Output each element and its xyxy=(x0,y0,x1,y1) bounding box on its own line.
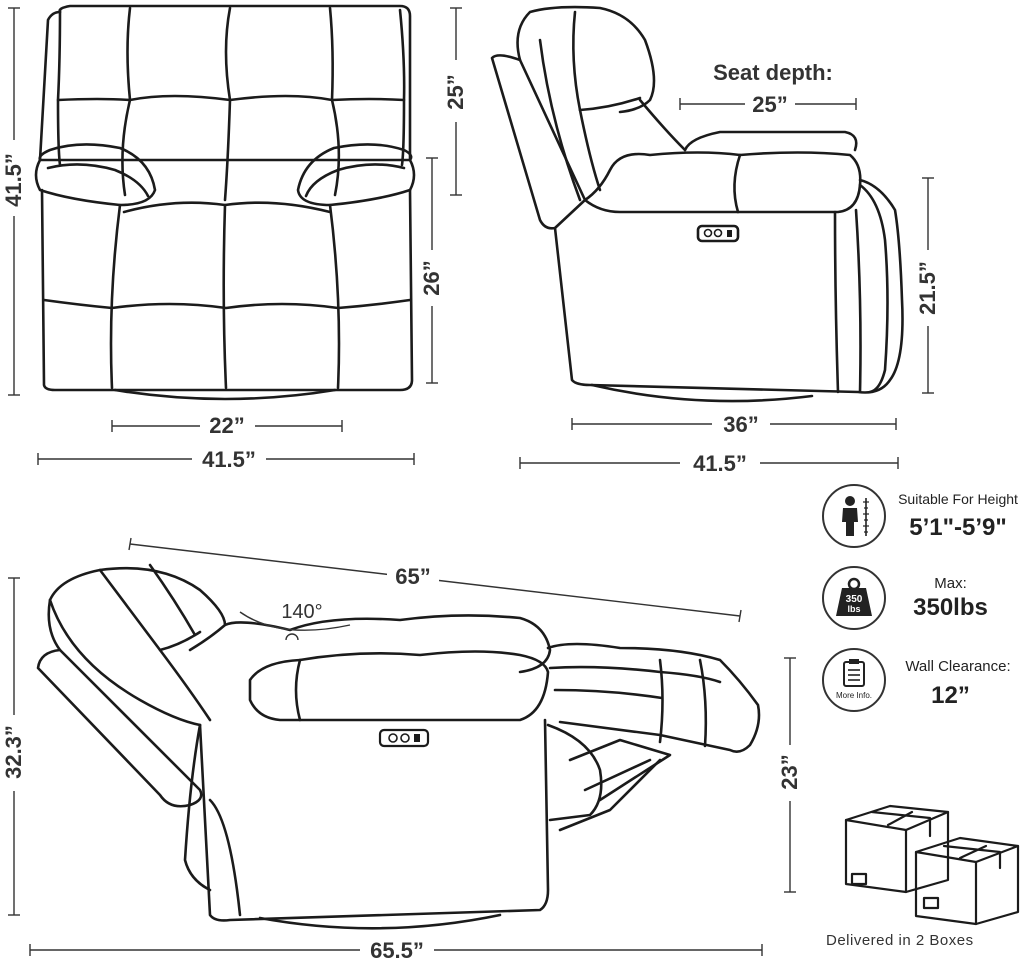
dimension-lines xyxy=(8,7,934,956)
side-view-chair xyxy=(490,5,904,403)
front-view-chair xyxy=(34,4,416,401)
reclined-height-label: 32.3” xyxy=(1,725,26,779)
weight-icon-number: 350 xyxy=(846,594,863,605)
height-spec-label: Suitable For Height xyxy=(898,491,1018,507)
side-power-button xyxy=(696,224,740,243)
wall-spec-label: Wall Clearance: xyxy=(905,658,1011,675)
side-depth-total-label: 41.5” xyxy=(693,451,747,476)
clipboard-icon-text: More Info. xyxy=(836,691,872,700)
front-seat-width-label: 22” xyxy=(209,413,244,438)
person-height-icon xyxy=(822,484,886,548)
front-width-total-label: 41.5” xyxy=(202,447,256,472)
boxes-icon xyxy=(844,804,1020,926)
seat-depth-heading: Seat depth: xyxy=(713,60,833,85)
front-back-height-label: 25” xyxy=(443,74,468,109)
footrest-height-label: 23” xyxy=(777,754,802,789)
seat-depth-value: 25” xyxy=(752,92,787,117)
delivery-caption: Delivered in 2 Boxes xyxy=(826,932,974,949)
side-arm-height-label: 21.5” xyxy=(915,261,940,315)
recline-angle-arc xyxy=(239,611,351,631)
reclined-power-button xyxy=(378,728,430,748)
weight-spec-label: Max: xyxy=(934,575,967,592)
height-spec-value: 5’1"-5’9" xyxy=(909,514,1007,541)
reclined-diagonal-label: 65” xyxy=(395,564,430,589)
wall-spec-value: 12” xyxy=(931,682,970,709)
side-base-depth-label: 36” xyxy=(723,412,758,437)
weight-icon-unit: lbs xyxy=(847,604,860,614)
reclined-view-chair xyxy=(36,563,761,930)
recline-angle-label: 140° xyxy=(281,601,322,623)
weight-spec-value: 350lbs xyxy=(913,594,988,621)
clipboard-icon: More Info. xyxy=(822,648,886,712)
front-seat-floor-label: 26” xyxy=(419,260,444,295)
reclined-length-total-label: 65.5” xyxy=(370,938,424,963)
front-height-total-label: 41.5” xyxy=(1,153,26,207)
weight-icon: 350 lbs xyxy=(822,566,886,630)
